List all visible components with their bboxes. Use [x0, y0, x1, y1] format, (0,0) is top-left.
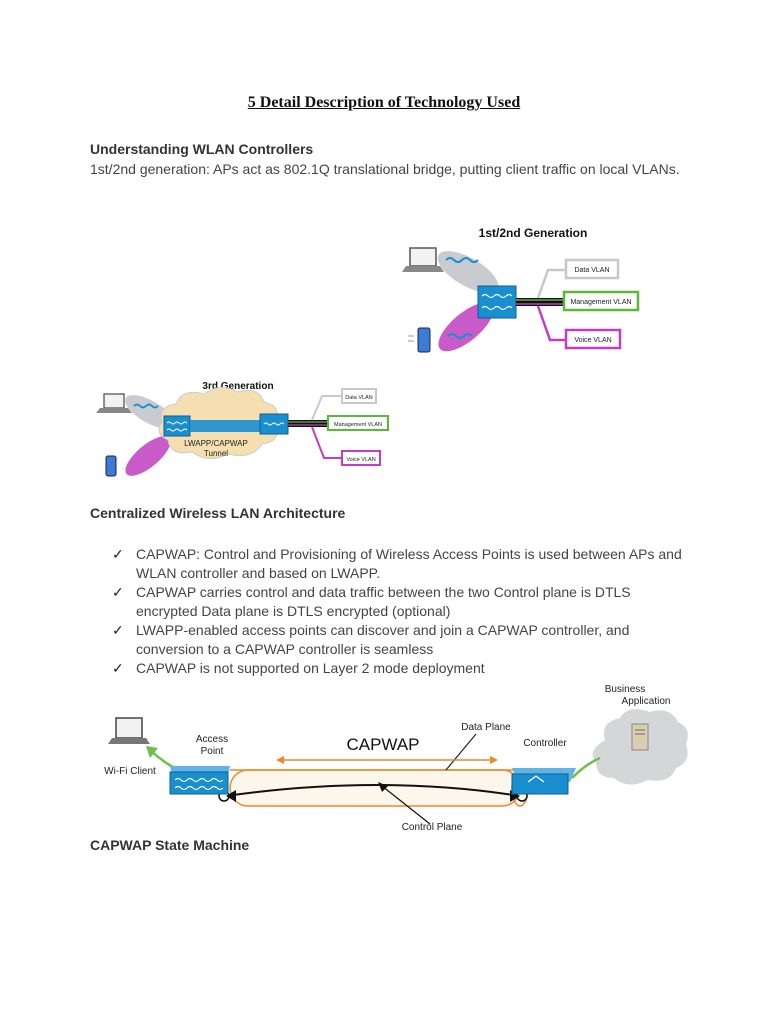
figure-3rd-generation: 3rd Generation LWAPP/CAPWAP Tunnel Data … [96, 381, 389, 477]
management-vlan-box [562, 290, 640, 312]
wireless-coverage-data-shape [437, 251, 499, 293]
control-plane-line [225, 784, 521, 797]
section-heading-centralized-wlan: Centralized Wireless LAN Architecture [90, 505, 346, 521]
control-plane-label: Control Plane [402, 822, 463, 833]
business-label-line2: Application [622, 696, 671, 707]
access-point-icon [169, 766, 230, 795]
section-heading-wlan-controllers: Understanding WLAN Controllers [90, 141, 314, 157]
trunk-link [516, 298, 564, 306]
management-vlan-label: Management VLAN [334, 422, 382, 428]
figure-1st-2nd-generation: 1st/2nd Generation Data VLAN Management … [402, 226, 640, 353]
data-vlan-box [564, 258, 620, 280]
section-paragraph-generations: 1st/2nd generation: APs act as 802.1Q tr… [90, 161, 680, 177]
section-heading-capwap-state-machine: CAPWAP State Machine [90, 837, 250, 853]
bullet-item: ✓LWAPP-enabled access points can discove… [112, 622, 630, 657]
access-point-icon [163, 415, 191, 437]
business-label-line1: Business [605, 684, 646, 695]
access-point-label-line2: Point [201, 746, 224, 757]
page-title: 5 Detail Description of Technology Used [247, 94, 521, 111]
controller-icon [259, 413, 289, 435]
phone-icon [408, 327, 431, 353]
capwap-tunnel-bar [190, 420, 260, 432]
access-point-icon [477, 285, 517, 319]
tunnel-label-line2: Tunnel [204, 449, 228, 458]
capwap-bullet-list: ✓CAPWAP: Control and Provisioning of Wir… [112, 545, 682, 678]
voice-vlan-label: Voice VLAN [574, 337, 611, 344]
capwap-tunnel [229, 769, 521, 807]
data-vlan-label: Data VLAN [345, 395, 373, 401]
bullet-item: ✓CAPWAP: Control and Provisioning of Wir… [112, 546, 682, 581]
wifi-client-label: Wi-Fi Client [104, 766, 156, 777]
data-vlan-label: Data VLAN [574, 267, 609, 274]
management-vlan-label: Management VLAN [570, 299, 631, 306]
laptop-icon [108, 717, 150, 744]
capwap-label: CAPWAP [346, 735, 419, 754]
checkmark-icon: ✓ [112, 622, 124, 638]
controller-label: Controller [523, 738, 567, 749]
tunnel-label-line1: LWAPP/CAPWAP [184, 439, 248, 448]
laptop-icon [96, 393, 132, 413]
bullet-item: ✓CAPWAP is not supported on Layer 2 mode… [112, 660, 485, 676]
phone-icon [105, 455, 117, 477]
laptop-icon [402, 247, 444, 272]
voice-vlan-label: Voice VLAN [346, 457, 375, 463]
data-plane-label: Data Plane [461, 722, 511, 733]
figure-capwap-diagram: Business Application Wi-Fi Client Access… [104, 684, 688, 833]
figure1-title: 1st/2nd Generation [479, 226, 588, 240]
checkmark-icon: ✓ [112, 660, 124, 676]
bullet-item: ✓CAPWAP carries control and data traffic… [112, 584, 631, 619]
server-icon [631, 723, 649, 751]
access-point-label-line1: Access [196, 734, 228, 745]
checkmark-icon: ✓ [112, 584, 124, 600]
controller-icon [511, 768, 576, 795]
voice-vlan-box [564, 328, 622, 350]
checkmark-icon: ✓ [112, 546, 124, 562]
figure2-title: 3rd Generation [202, 381, 273, 392]
